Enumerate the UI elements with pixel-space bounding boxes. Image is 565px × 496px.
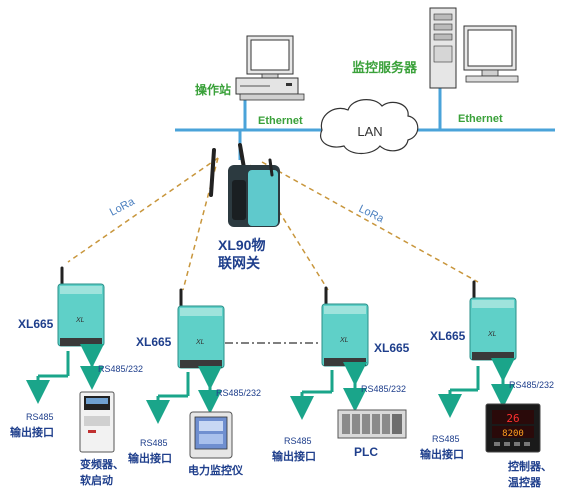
node-3-port-line1: RS485 [284,436,312,446]
node-1-device-line2: 软启动 [80,473,113,487]
node-4-device-line1: 控制器、 [508,459,552,473]
node-module-2: XL [177,288,225,369]
node-1-model: XL665 [18,317,54,331]
lan-cloud: LAN [320,99,419,155]
node-4-device-line2: 温控器 [508,475,542,489]
node-4-port-line2: 输出接口 [420,447,464,461]
temperature-controller-device: 26 8200 [485,403,541,453]
node-module-3: XL [321,286,369,367]
node-3-device-line1: PLC [354,445,378,459]
controller-display-top: 26 [506,412,519,425]
node-2-port-line1: RS485 [140,438,168,448]
node-1-port-line1: RS485 [26,412,54,422]
node-4-bus: RS485/232 [509,380,554,390]
operator-station-label: 操作站 [195,82,231,97]
node-module-4: XL [469,280,517,361]
vfd-device [79,391,115,453]
ethernet-label-right: Ethernet [458,113,503,125]
node-1-bus: RS485/232 [98,364,143,374]
node-3-model: XL665 [374,341,410,355]
lan-label: LAN [357,124,382,139]
gateway-device [209,143,280,227]
node-1-device-line1: 变频器、 [80,457,124,471]
node-1-port-line2: 输出接口 [10,425,54,439]
gateway-name-line1: XL90物 [218,237,265,253]
node-2-model: XL665 [136,335,172,349]
node-2-device-line1: 电力监控仪 [188,463,244,477]
node-4-port-line1: RS485 [432,434,460,444]
plc-device [337,409,407,439]
svg-text:XL: XL [75,317,85,324]
node-module-1: XL [57,266,105,347]
lora-label-left: LoRa [108,195,138,218]
controller-display-bottom: 8200 [502,429,524,439]
ethernet-label-left: Ethernet [258,115,303,127]
operator-station-pc [235,35,305,101]
monitor-server [429,7,519,89]
power-meter-device [189,411,233,459]
svg-text:XL: XL [339,337,349,344]
node-3-bus: RS485/232 [361,384,406,394]
gateway-name-line2: 联网关 [218,255,260,271]
svg-text:XL: XL [195,339,205,346]
node-3-port-line2: 输出接口 [272,449,316,463]
monitor-server-label: 监控服务器 [352,60,418,75]
svg-text:XL: XL [487,331,497,338]
node-4-model: XL665 [430,329,466,343]
lora-label-right: LoRa [357,203,387,226]
node-2-bus: RS485/232 [216,388,261,398]
node-2-port-line2: 输出接口 [128,451,172,465]
